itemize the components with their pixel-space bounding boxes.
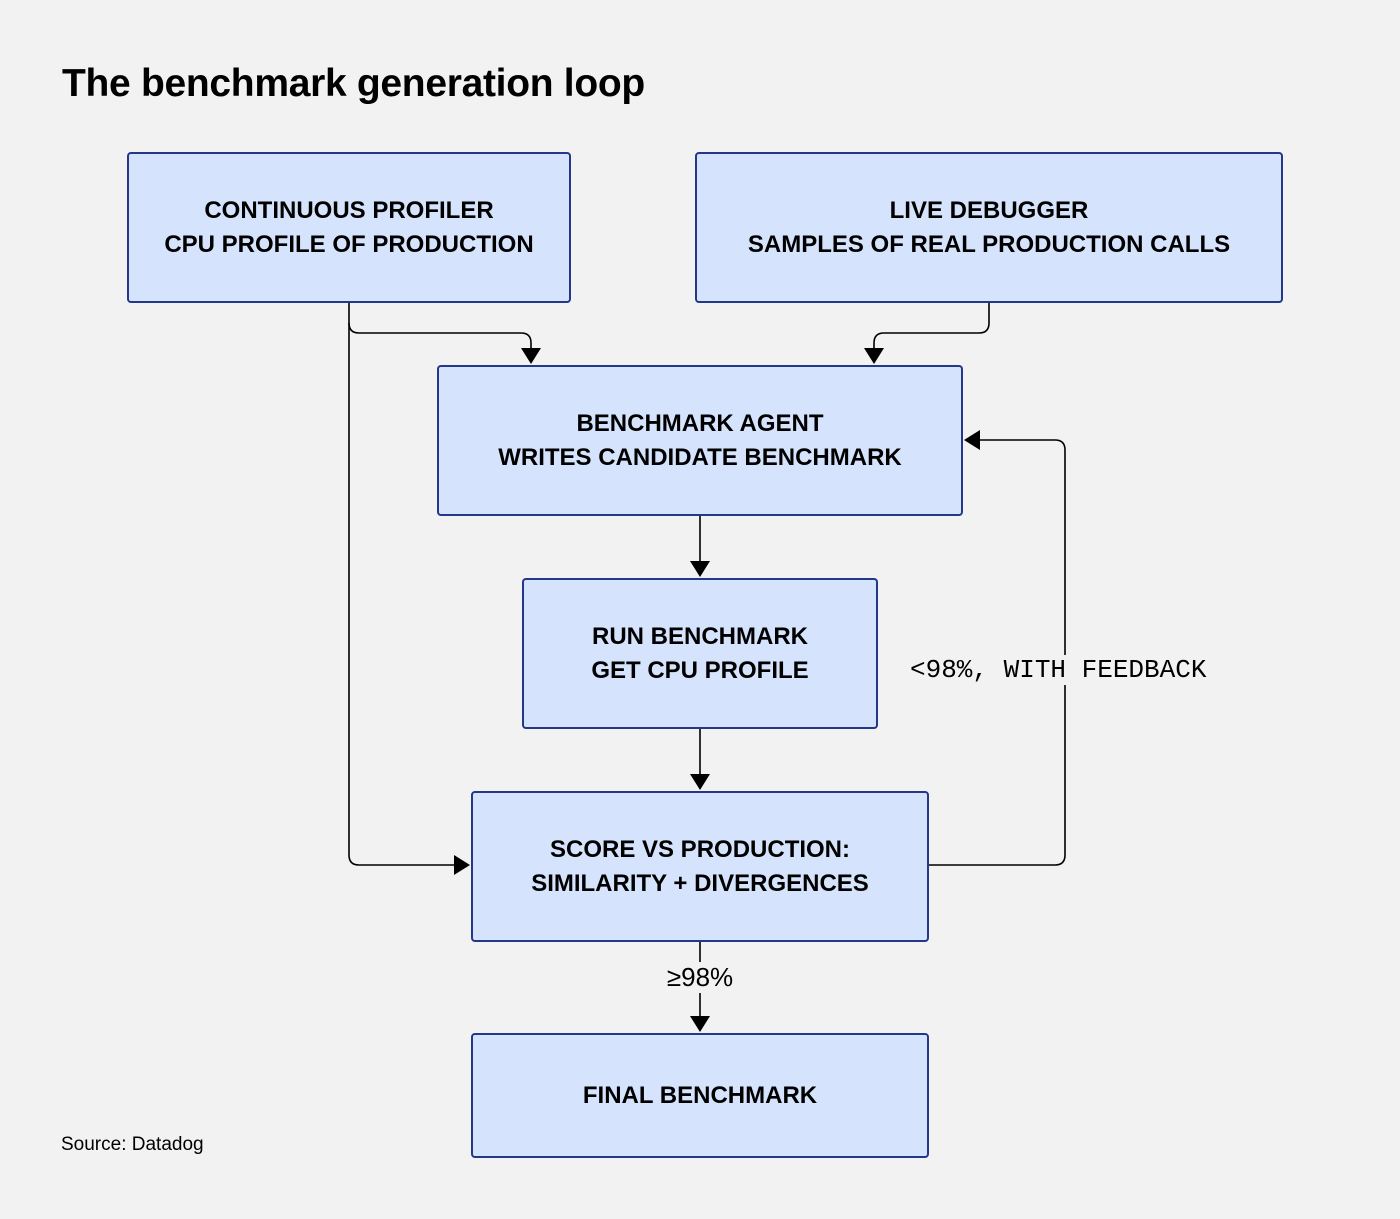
node-agent-title: BENCHMARK AGENT <box>576 409 824 437</box>
node-score-title: SCORE VS PRODUCTION: <box>549 835 851 863</box>
arrowhead-profiler-agent <box>521 348 541 364</box>
node-agent-subtitle: WRITES CANDIDATE BENCHMARK <box>498 443 902 471</box>
edge-label-feedback: <98%, WITH FEEDBACK <box>910 655 1207 685</box>
node-run-title: RUN BENCHMARK <box>592 622 808 650</box>
node-run-subtitle: GET CPU PROFILE <box>591 656 809 684</box>
arrowhead-debugger-agent <box>864 348 884 364</box>
node-final-title: FINAL BENCHMARK <box>582 1081 818 1109</box>
arrowhead-score-final <box>690 1016 710 1032</box>
arrowhead-feedback-agent <box>964 430 980 450</box>
edge-debugger-to-agent <box>873 303 990 355</box>
edge-profiler-to-agent <box>348 303 532 355</box>
edge-feedback-loop <box>929 439 1066 866</box>
node-score-vs-production: SCORE VS PRODUCTION: SIMILARITY + DIVERG… <box>471 791 929 942</box>
node-continuous-profiler: CONTINUOUS PROFILER CPU PROFILE OF PRODU… <box>127 152 571 303</box>
node-profiler-subtitle: CPU PROFILE OF PRODUCTION <box>164 230 534 258</box>
node-debugger-subtitle: SAMPLES OF REAL PRODUCTION CALLS <box>747 230 1231 258</box>
arrowhead-run-score <box>690 774 710 790</box>
node-live-debugger: LIVE DEBUGGER SAMPLES OF REAL PRODUCTION… <box>695 152 1283 303</box>
node-debugger-title: LIVE DEBUGGER <box>889 196 1089 224</box>
node-final-benchmark: FINAL BENCHMARK <box>471 1033 929 1158</box>
edge-label-threshold: ≥98% <box>660 962 740 993</box>
node-benchmark-agent: BENCHMARK AGENT WRITES CANDIDATE BENCHMA… <box>437 365 963 516</box>
diagram-title: The benchmark generation loop <box>62 62 645 105</box>
source-credit: Source: Datadog <box>61 1134 204 1155</box>
edge-profiler-to-score <box>348 323 461 866</box>
node-profiler-title: CONTINUOUS PROFILER <box>204 196 494 224</box>
node-score-subtitle: SIMILARITY + DIVERGENCES <box>531 869 869 897</box>
node-run-benchmark: RUN BENCHMARK GET CPU PROFILE <box>522 578 878 729</box>
arrowhead-profiler-score <box>454 855 470 875</box>
arrowhead-agent-run <box>690 561 710 577</box>
